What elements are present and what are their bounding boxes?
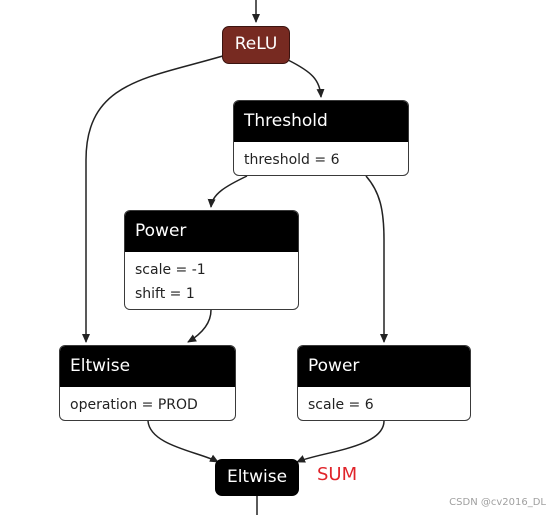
node-power-2[interactable]: Power scale = 6 bbox=[297, 345, 471, 421]
edge-power2-eltwise2 bbox=[296, 420, 385, 463]
node-eltwise-2[interactable]: Eltwise bbox=[215, 459, 299, 496]
node-threshold[interactable]: Threshold threshold = 6 bbox=[233, 100, 409, 176]
attr-operation: operation = PROD bbox=[70, 397, 198, 413]
node-eltwise-1[interactable]: Eltwise operation = PROD bbox=[59, 345, 236, 421]
sum-annotation: SUM bbox=[317, 464, 358, 485]
node-threshold-title: Threshold bbox=[234, 101, 408, 142]
attr-scale: scale = 6 bbox=[308, 397, 374, 413]
edge-eltwise1-eltwise2 bbox=[147, 420, 219, 463]
node-power-1-title: Power bbox=[125, 211, 298, 252]
node-eltwise-1-attrs: operation = PROD bbox=[60, 387, 235, 417]
node-threshold-attrs: threshold = 6 bbox=[234, 142, 408, 172]
attr-shift: shift = 1 bbox=[135, 286, 195, 302]
node-power-2-title: Power bbox=[298, 346, 470, 387]
watermark: CSDN @cv2016_DL bbox=[449, 497, 546, 508]
edge-threshold-power1 bbox=[207, 175, 248, 208]
edge-relu-threshold bbox=[287, 59, 325, 98]
edge-threshold-power2 bbox=[365, 175, 388, 343]
node-power-2-attrs: scale = 6 bbox=[298, 387, 470, 417]
attr-scale: scale = -1 bbox=[135, 262, 206, 278]
node-power-1[interactable]: Power scale = -1 shift = 1 bbox=[124, 210, 299, 310]
node-power-1-attrs: scale = -1 shift = 1 bbox=[125, 252, 298, 306]
edge-relu-eltwise1 bbox=[82, 54, 227, 343]
node-eltwise-1-title: Eltwise bbox=[60, 346, 235, 387]
node-relu[interactable]: ReLU bbox=[222, 26, 290, 64]
edge-power1-eltwise1 bbox=[187, 309, 212, 343]
attr-threshold: threshold = 6 bbox=[244, 152, 340, 168]
